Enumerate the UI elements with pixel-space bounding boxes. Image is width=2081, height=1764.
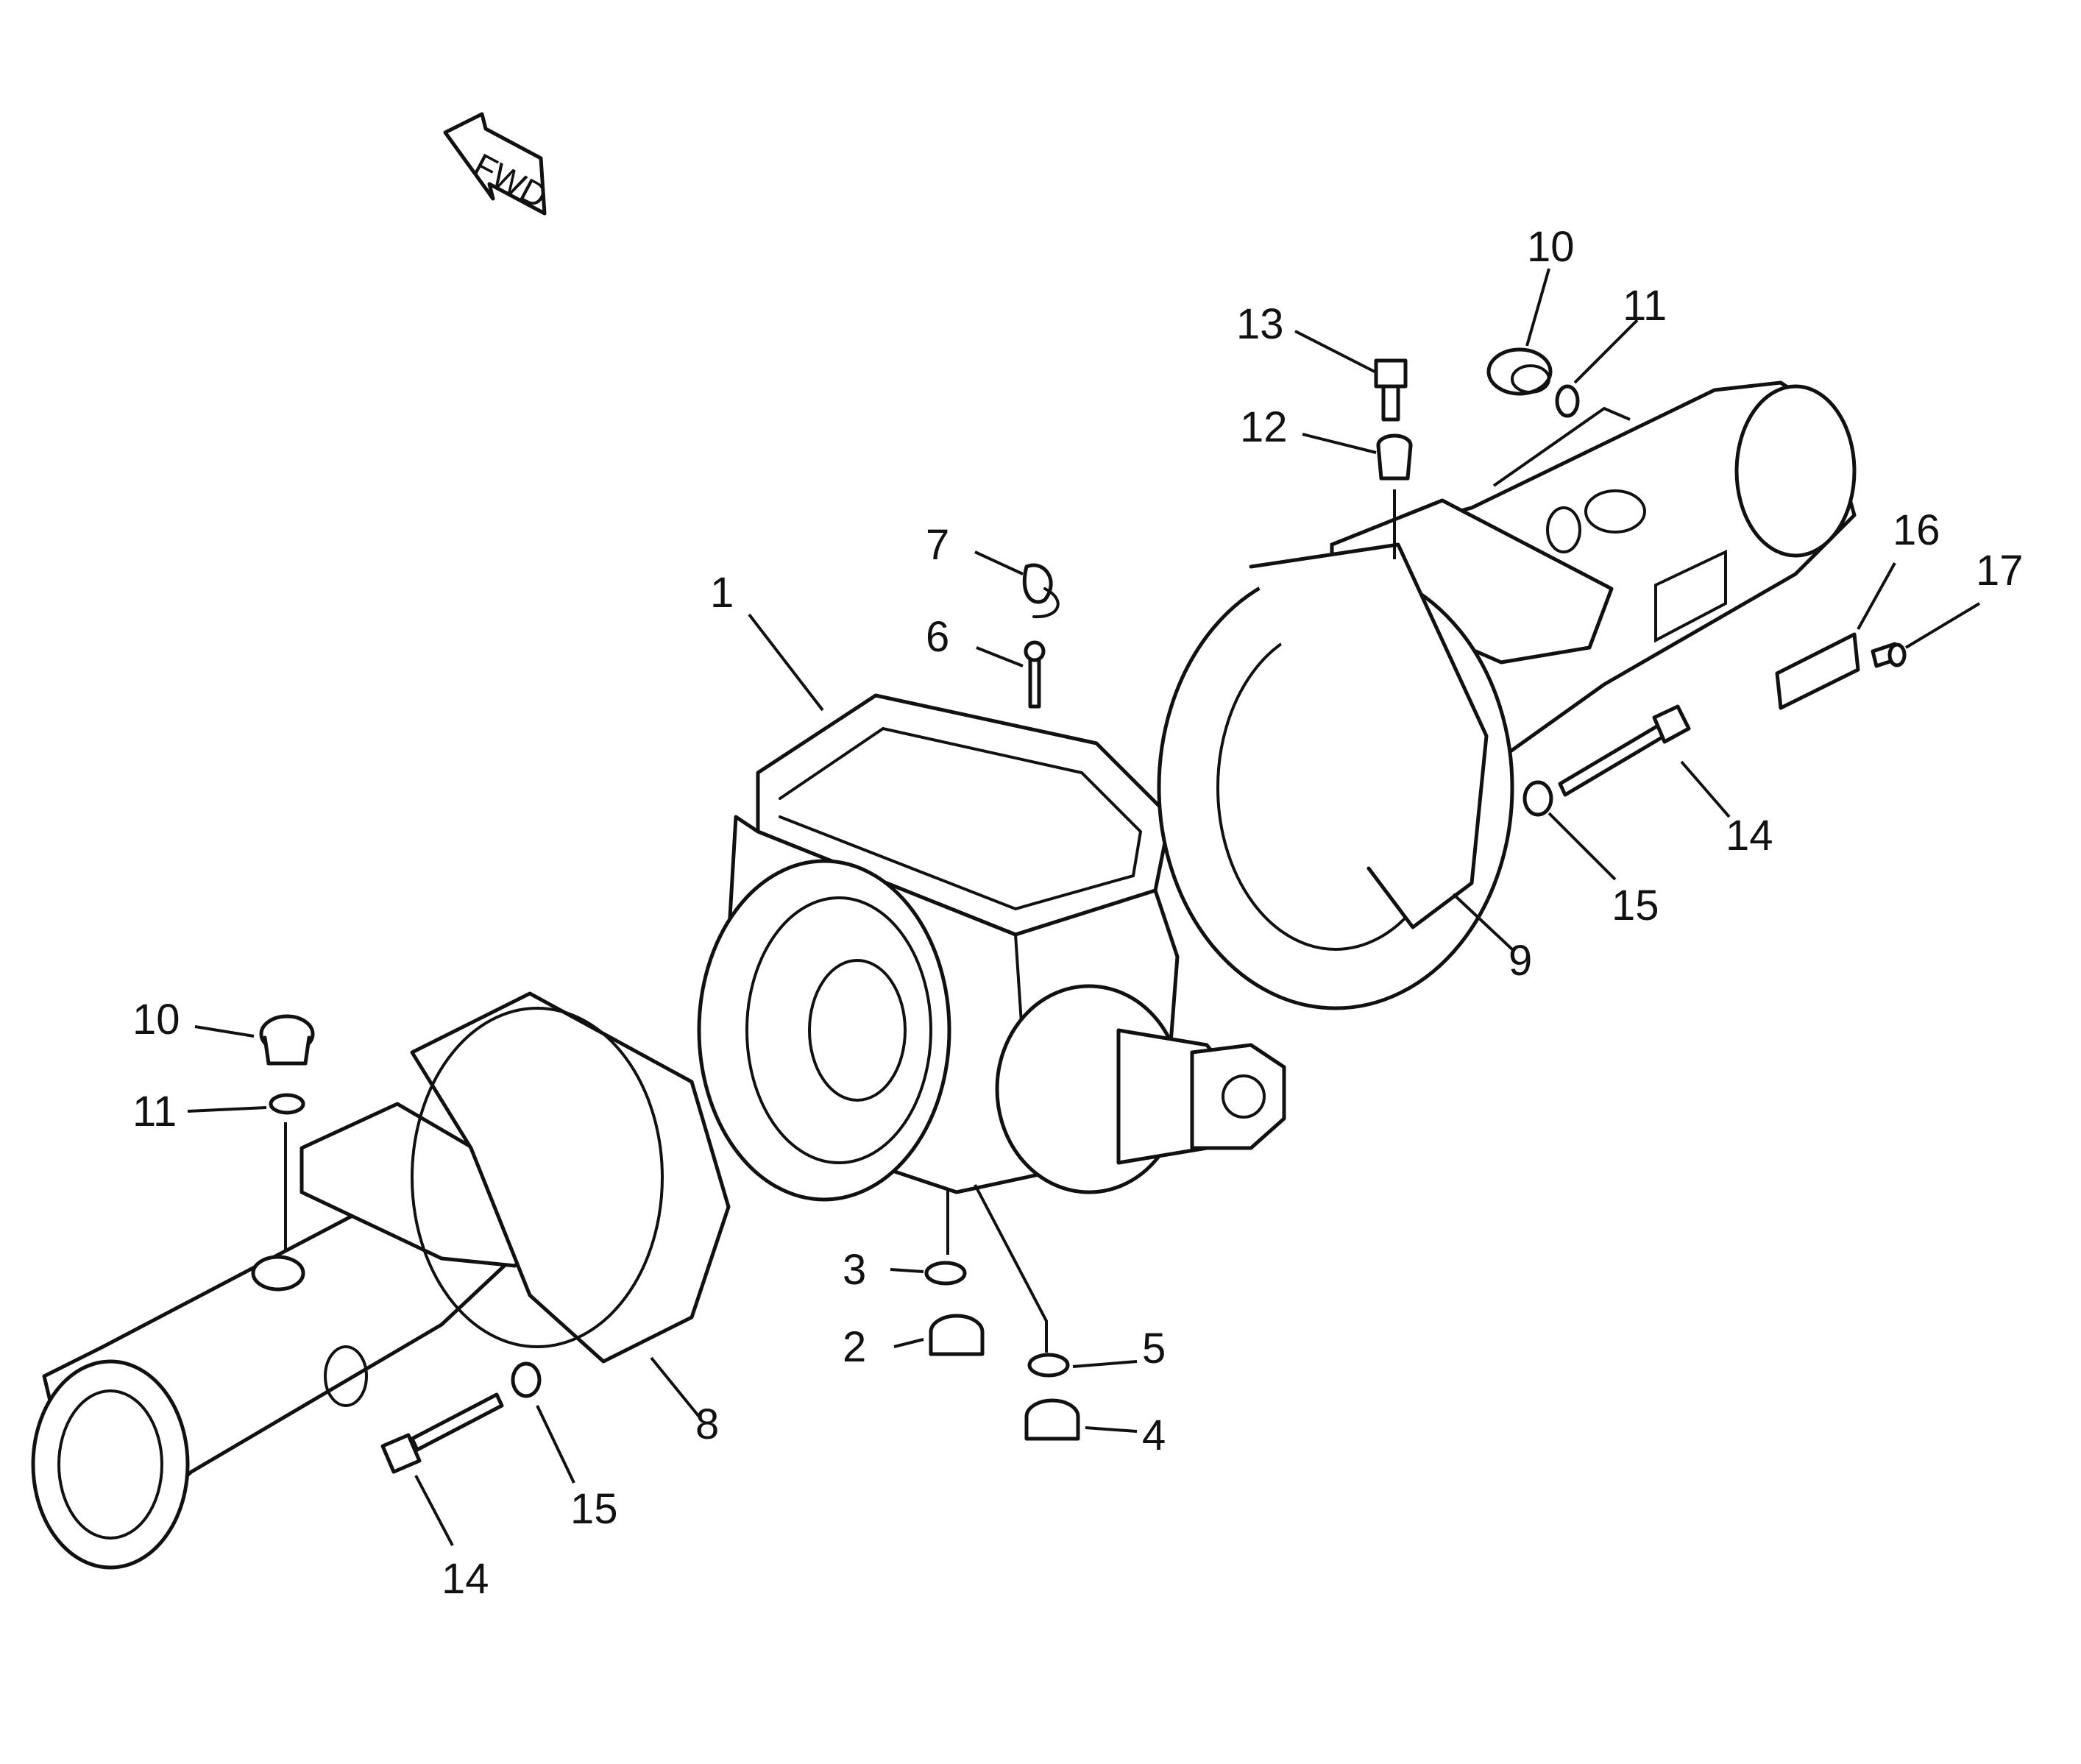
o-ring-3 xyxy=(924,1261,967,1286)
plug-10-right xyxy=(1486,347,1553,396)
fitting-12 xyxy=(1376,433,1413,481)
washer-15-right xyxy=(1522,780,1553,817)
callout-10-right: 10 xyxy=(1527,223,1575,271)
callout-11-right: 11 xyxy=(1623,282,1667,330)
callout-12: 12 xyxy=(1240,403,1288,451)
o-ring-11-right xyxy=(1555,384,1580,418)
plug-10-left xyxy=(259,1014,315,1066)
callout-14-left: 14 xyxy=(442,1555,489,1603)
o-ring-11-left xyxy=(269,1093,305,1115)
screw-17 xyxy=(1871,642,1907,668)
callout-15-right: 15 xyxy=(1612,882,1659,929)
callout-11-left: 11 xyxy=(132,1088,177,1136)
callout-1: 1 xyxy=(710,569,734,617)
callout-13: 13 xyxy=(1236,300,1284,348)
fitting-13 xyxy=(1374,358,1408,422)
callout-3: 3 xyxy=(843,1246,866,1294)
plate-16 xyxy=(1775,632,1860,710)
callout-2: 2 xyxy=(843,1323,866,1371)
drain-plug-2 xyxy=(929,1314,985,1356)
bolt-14-right xyxy=(1558,704,1691,797)
callout-6: 6 xyxy=(926,613,949,661)
callout-9: 9 xyxy=(1509,937,1532,985)
callout-10-left: 10 xyxy=(132,996,180,1044)
left-axle-housing xyxy=(31,991,731,1570)
callout-16: 16 xyxy=(1893,506,1940,554)
drain-plug-4 xyxy=(1024,1398,1080,1441)
bolt-14-left xyxy=(380,1392,504,1474)
forward-arrow-icon: FWD xyxy=(443,112,553,216)
leader-lines xyxy=(187,268,1981,1546)
breather-6 xyxy=(1024,640,1046,709)
washer-15-left xyxy=(511,1361,542,1398)
right-axle-housing xyxy=(1157,380,1857,1010)
callout-5: 5 xyxy=(1142,1325,1166,1372)
differential-carrier xyxy=(697,693,1286,1202)
callout-14-right: 14 xyxy=(1726,812,1773,860)
o-ring-5 xyxy=(1027,1353,1070,1378)
callout-8: 8 xyxy=(695,1400,719,1448)
callout-4: 4 xyxy=(1142,1411,1166,1459)
callout-15-left: 15 xyxy=(570,1485,618,1533)
callout-17: 17 xyxy=(1976,547,2024,595)
callout-labels: 1 2 3 4 5 6 7 8 9 10 11 12 13 14 15 16 1… xyxy=(132,223,2024,1603)
callout-7: 7 xyxy=(926,521,949,569)
breather-cap-7 xyxy=(1022,563,1060,619)
